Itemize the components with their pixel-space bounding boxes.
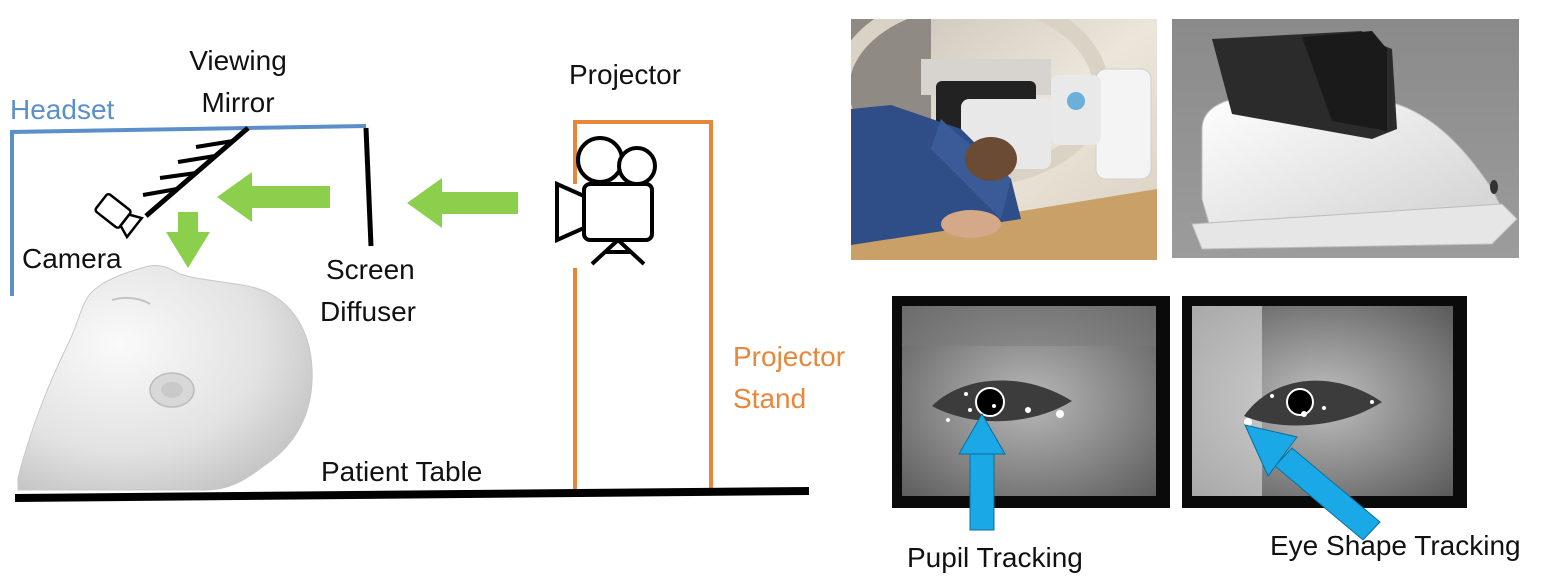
camera-label: Camera xyxy=(22,243,122,274)
screen-diffuser-label-line2: Diffuser xyxy=(320,296,416,327)
projector-camera-icon xyxy=(555,136,657,266)
eye-shape-tracking-eye-image xyxy=(1192,306,1453,496)
viewing-mirror xyxy=(142,126,250,218)
eye-shape-tracking-label: Eye Shape Tracking xyxy=(1270,530,1521,561)
head-model-icon xyxy=(17,265,313,491)
headset-render-photo xyxy=(1172,19,1519,258)
screen-diffuser-label-line1: Screen xyxy=(326,254,415,285)
screen-diffuser-label: Screen Diffuser xyxy=(320,254,416,328)
mri-scanner-photo xyxy=(851,19,1157,260)
screen-diffuser xyxy=(363,127,374,247)
projector-stand-label: Projector Stand xyxy=(733,341,845,415)
light-arrow-screen-to-mirror xyxy=(217,172,330,222)
viewing-mirror-label-line1: Viewing xyxy=(189,45,287,76)
projector-stand-label-line1: Projector xyxy=(733,341,846,372)
pupil-tracking-label: Pupil Tracking xyxy=(907,542,1083,573)
projector-stand-label-line2: Stand xyxy=(733,383,807,414)
headset-frame xyxy=(10,124,367,296)
camera-icon xyxy=(94,192,144,240)
light-arrow-projector-to-screen xyxy=(407,178,518,228)
pupil-tracking-eye-image xyxy=(902,306,1156,496)
headset-render-graphic xyxy=(1172,19,1519,258)
viewing-mirror-label-line2: Mirror xyxy=(201,87,275,118)
headset-label: Headset xyxy=(10,94,115,125)
eye-shape-tracking-frame xyxy=(1182,296,1467,508)
viewing-mirror-label: Viewing Mirror xyxy=(176,45,300,119)
pupil-tracking-frame xyxy=(892,296,1170,508)
patient-table-label: Patient Table xyxy=(321,456,483,487)
projector-label: Projector xyxy=(569,59,682,90)
light-arrow-mirror-to-eye xyxy=(166,212,210,268)
mri-scanner-photo-graphic xyxy=(851,19,1157,260)
patient-table xyxy=(14,487,810,502)
projector-stand-frame xyxy=(573,120,713,491)
schematic xyxy=(10,120,810,502)
